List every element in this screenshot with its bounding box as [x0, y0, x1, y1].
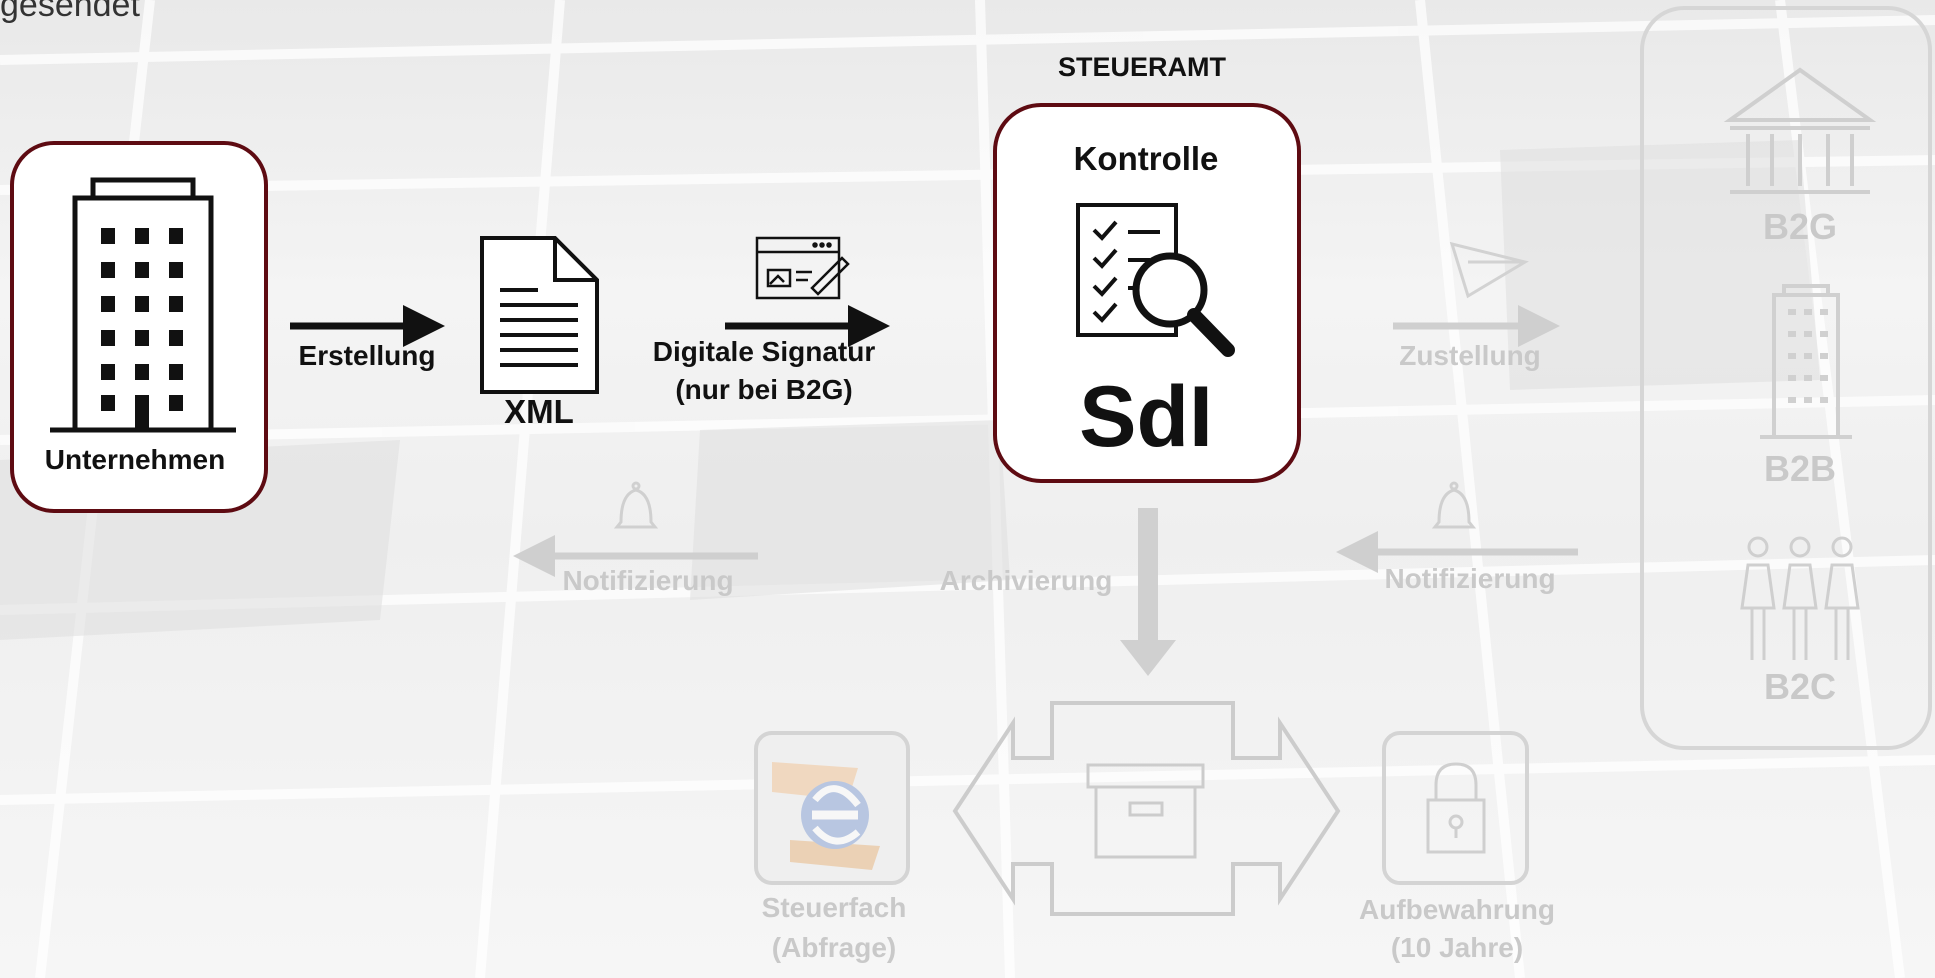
notifizierung-right-label: Notifizierung — [1384, 563, 1556, 594]
aufbewahrung-label-line1: Aufbewahrung — [1359, 894, 1555, 925]
signature-label-line1: Digitale Signatur — [652, 336, 876, 367]
b2b-label: B2B — [1763, 448, 1837, 489]
b2g-label: B2G — [1762, 206, 1838, 247]
b2b-building-icon — [1760, 284, 1852, 439]
bell-icon-left — [613, 481, 659, 529]
government-building-icon — [1723, 67, 1877, 194]
archivierung-label: Archivierung — [939, 565, 1113, 596]
archivierung-down-arrow — [1120, 508, 1176, 676]
building-windows — [101, 228, 183, 430]
checklist-magnifier-icon — [1076, 203, 1235, 357]
header-fragment: gesendet — [0, 0, 140, 24]
steueramt-label: STEUERAMT — [1058, 52, 1226, 82]
steuerfach-label-line1: Steuerfach — [761, 892, 907, 923]
archive-box-icon — [1086, 763, 1205, 859]
steuerfach-logo-icon — [772, 762, 880, 870]
signature-label-line2: (nur bei B2G) — [675, 374, 853, 405]
bell-icon-right — [1431, 481, 1477, 529]
erstellung-label: Erstellung — [298, 340, 436, 371]
sdi-label: SdI — [1079, 369, 1213, 465]
archive-double-arrow — [952, 701, 1341, 916]
steuerfach-label-line2: (Abfrage) — [771, 932, 897, 963]
signature-icon — [755, 236, 850, 300]
aufbewahrung-label-line2: (10 Jahre) — [1390, 932, 1524, 963]
zustellung-label: Zustellung — [1399, 340, 1541, 371]
notifizierung-left-label: Notifizierung — [562, 565, 734, 596]
xml-label: XML — [504, 393, 574, 430]
paper-plane-icon — [1449, 241, 1529, 299]
b2c-label: B2C — [1763, 666, 1837, 707]
lock-icon — [1426, 762, 1486, 854]
xml-document-icon — [480, 236, 599, 394]
unternehmen-label: Unternehmen — [44, 444, 226, 475]
recipients-panel — [1640, 6, 1932, 750]
lock-icon-frame — [1382, 731, 1529, 885]
kontrolle-label: Kontrolle — [1073, 140, 1219, 177]
people-icon — [1740, 536, 1860, 660]
